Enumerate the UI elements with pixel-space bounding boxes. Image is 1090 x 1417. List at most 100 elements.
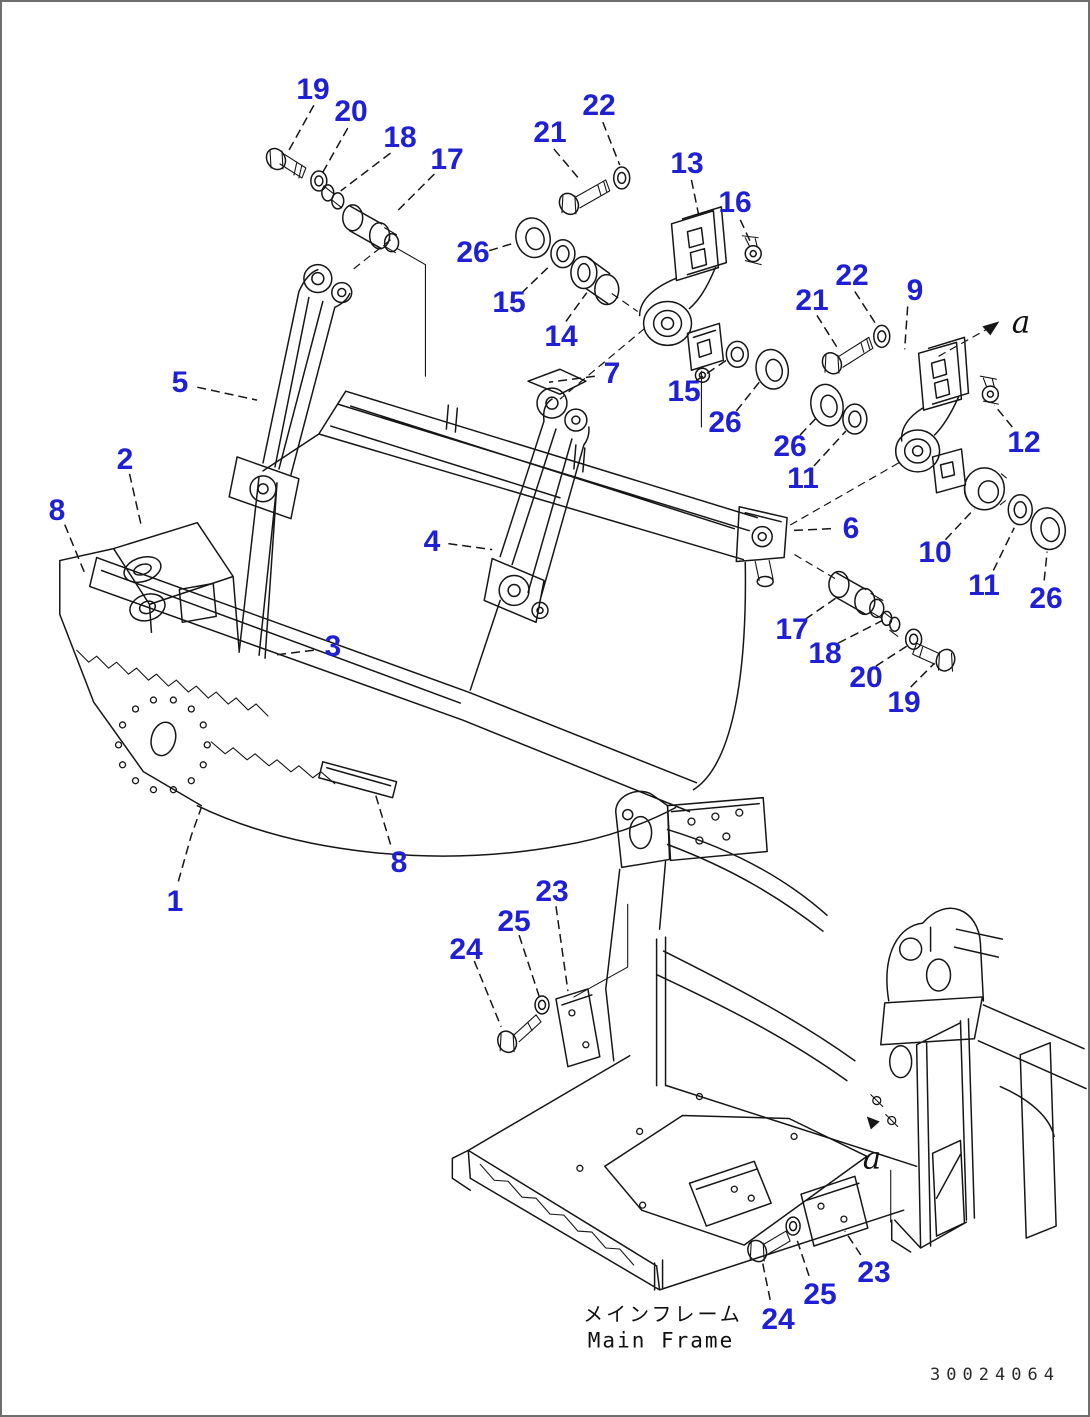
- cover-23-drawing-a: [556, 904, 628, 1066]
- leader-line-15a: [521, 265, 551, 294]
- callout-17a[interactable]: 17: [430, 143, 464, 176]
- leader-line-1: [178, 808, 201, 882]
- leader-line-11b: [993, 528, 1014, 571]
- ring-15-drawing-b: [726, 341, 748, 367]
- leader-line-17a: [398, 174, 435, 211]
- leader-line-10: [946, 509, 975, 540]
- caption-japanese: メインフレーム: [583, 1302, 743, 1326]
- callout-18a[interactable]: 18: [383, 121, 417, 154]
- callout-25a[interactable]: 25: [497, 905, 531, 938]
- leader-line-17b: [805, 597, 837, 619]
- leader-line-8a: [65, 525, 86, 576]
- drawing-number: 30024064: [930, 1365, 1060, 1385]
- bolt-19-drawing: [263, 145, 306, 178]
- leader-line-18a: [341, 153, 391, 191]
- leader-line-23b: [845, 1231, 861, 1255]
- callout-24a[interactable]: 24: [449, 933, 483, 966]
- leader-line-15b: [695, 360, 726, 381]
- leader-line-13: [691, 180, 698, 214]
- callout-17b[interactable]: 17: [775, 613, 809, 646]
- left-mount-box: [60, 523, 335, 806]
- leader-line-23a: [556, 906, 568, 991]
- callout-7[interactable]: 7: [603, 357, 621, 390]
- callout-25b[interactable]: 25: [803, 1278, 837, 1311]
- callout-24b[interactable]: 24: [761, 1303, 795, 1336]
- callout-10[interactable]: 10: [918, 536, 952, 569]
- leader-line-24b: [762, 1261, 770, 1300]
- leader-line-19b: [911, 663, 935, 687]
- leader-line-5: [197, 387, 257, 400]
- plug-16-drawing: [742, 236, 761, 265]
- callout-13[interactable]: 13: [670, 147, 704, 180]
- callout-15a[interactable]: 15: [492, 286, 526, 319]
- callout-12[interactable]: 12: [1007, 426, 1041, 459]
- washer-25-drawing-b: [786, 1217, 800, 1235]
- callout-8b[interactable]: 8: [390, 846, 408, 879]
- leader-line-7: [549, 376, 595, 382]
- callout-21a[interactable]: 21: [533, 116, 567, 149]
- leader-line-26c: [800, 415, 819, 435]
- left-lift-tower: [229, 265, 352, 659]
- leader-line-3: [273, 650, 314, 655]
- washer-20-drawing-b: [906, 629, 922, 649]
- callout-6[interactable]: 6: [842, 512, 860, 545]
- callout-20b[interactable]: 20: [849, 661, 883, 694]
- bushing-10-drawing: [964, 468, 1006, 510]
- leader-line-26a: [489, 243, 515, 251]
- bolt-21-drawing-b: [819, 337, 873, 377]
- callout-19a[interactable]: 19: [296, 73, 330, 106]
- leader-line-24a: [474, 961, 501, 1027]
- leader-line-9: [905, 306, 908, 349]
- upper-link-bracket-13: [560, 207, 726, 427]
- callout-21b[interactable]: 21: [795, 284, 829, 317]
- leader-line-4: [448, 544, 492, 550]
- callout-23b[interactable]: 23: [857, 1256, 891, 1289]
- leader-line-14: [566, 293, 587, 322]
- hitch-bracket-6: [736, 507, 787, 587]
- callout-26a[interactable]: 26: [456, 236, 490, 269]
- callout-11a[interactable]: 11: [787, 462, 819, 495]
- callout-2[interactable]: 2: [116, 443, 134, 476]
- callout-1[interactable]: 1: [166, 885, 184, 918]
- leader-line-19a: [288, 105, 314, 152]
- side-link-bracket-9: [789, 321, 1000, 525]
- callout-5[interactable]: 5: [171, 366, 189, 399]
- leader-line-11a: [814, 431, 846, 466]
- middle-lift-tower: [470, 369, 589, 690]
- callout-11b[interactable]: 11: [968, 569, 1000, 602]
- callout-20a[interactable]: 20: [334, 95, 368, 128]
- callout-15b[interactable]: 15: [667, 375, 701, 408]
- callout-9[interactable]: 9: [906, 274, 924, 307]
- washer-20-drawing: [311, 171, 327, 191]
- callout-26c[interactable]: 26: [773, 430, 807, 463]
- callout-26d[interactable]: 26: [1029, 582, 1063, 615]
- pin-17-drawing-b: [791, 553, 884, 619]
- callout-19b[interactable]: 19: [887, 686, 921, 719]
- plug-12-drawing: [980, 376, 998, 404]
- callout-26b[interactable]: 26: [708, 406, 742, 439]
- leader-line-26b: [736, 382, 759, 411]
- view-label-a-upper: a: [1011, 304, 1031, 341]
- callout-14[interactable]: 14: [544, 320, 578, 353]
- bolt-24-drawing-b: [744, 1231, 790, 1265]
- spacer-18-drawing: [322, 185, 344, 209]
- callout-22a[interactable]: 22: [582, 89, 616, 122]
- leader-line-16: [740, 220, 751, 244]
- view-label-a-lower: a: [862, 1140, 882, 1177]
- pin-17-drawing: [343, 205, 426, 376]
- callout-18b[interactable]: 18: [808, 637, 842, 670]
- callout-8a[interactable]: 8: [48, 494, 66, 527]
- leader-line-26d: [1044, 552, 1047, 581]
- ring-11-drawing-a: [843, 404, 867, 434]
- ring-15-drawing-a: [551, 240, 575, 268]
- caption-english: Main Frame: [587, 1328, 735, 1353]
- callout-23a[interactable]: 23: [535, 875, 569, 908]
- callout-22b[interactable]: 22: [835, 259, 869, 292]
- callout-3[interactable]: 3: [324, 630, 342, 663]
- leader-line-22a: [603, 122, 620, 165]
- leader-line-12: [994, 405, 1012, 427]
- callout-4[interactable]: 4: [423, 525, 441, 558]
- callout-16[interactable]: 16: [718, 186, 752, 219]
